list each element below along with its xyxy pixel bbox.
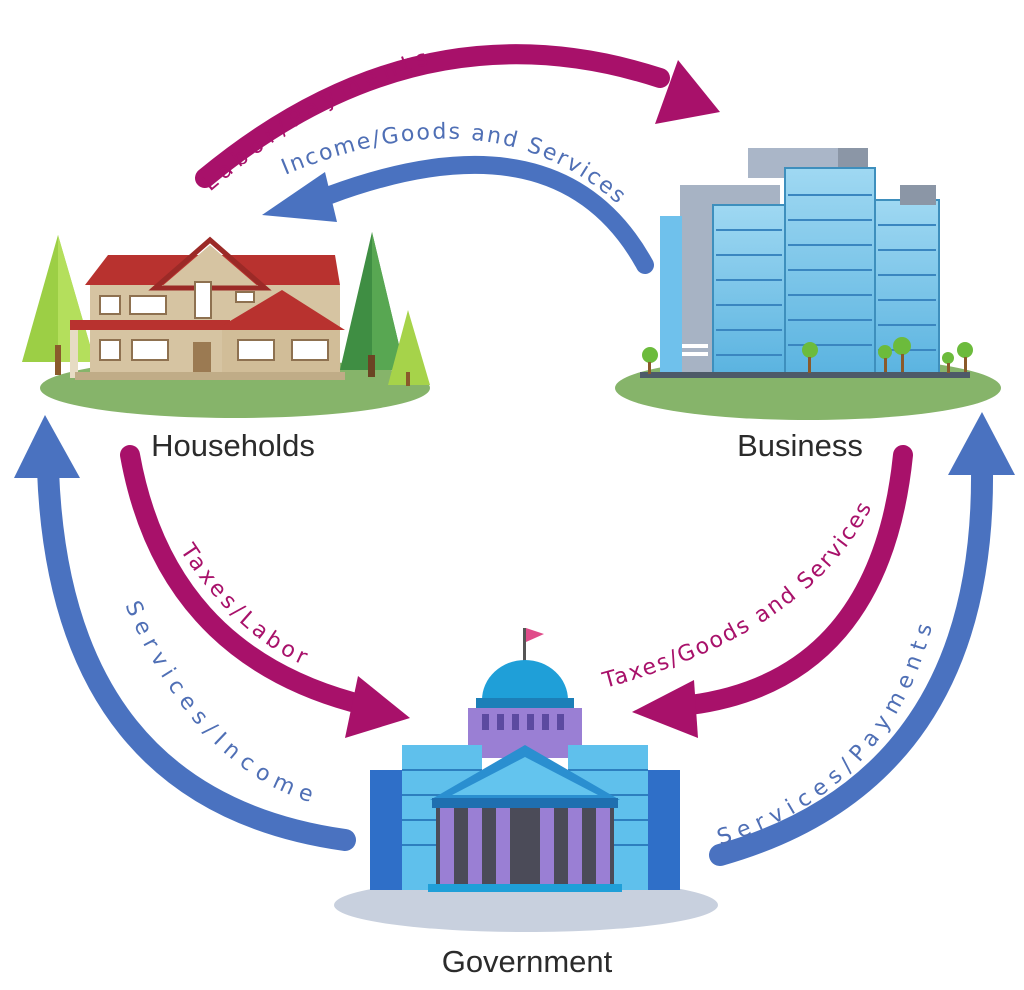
arrow-taxes-labor: [120, 445, 410, 738]
government-label: Government: [442, 944, 613, 979]
arrow-income-goods-services: [262, 155, 654, 274]
business-label: Business: [737, 428, 863, 463]
households-label: Households: [151, 428, 315, 463]
households-illustration: [22, 232, 430, 418]
svg-text:Taxes/Goods and Services: Taxes/Goods and Services: [599, 496, 878, 694]
arrow-services-income: [14, 415, 356, 851]
flow-label-taxes-goods-services: Taxes/Goods and Services: [599, 496, 876, 694]
government-illustration: [334, 628, 718, 932]
business-illustration: [615, 148, 1001, 420]
arrow-services-payments: [709, 412, 1015, 866]
arrow-labor-payments: [195, 44, 720, 188]
arrow-taxes-goods-services: [632, 445, 913, 738]
